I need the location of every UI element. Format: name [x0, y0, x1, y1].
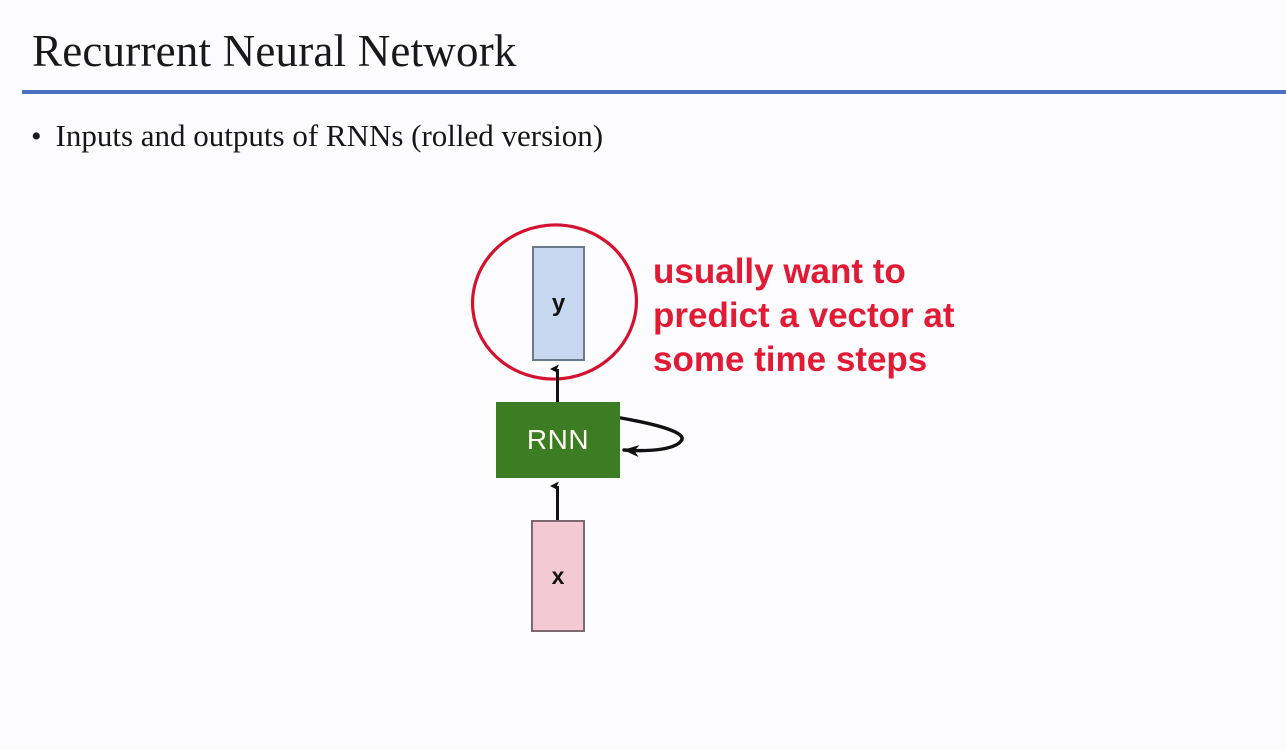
- bullet-item-label: Inputs and outputs of RNNs (rolled versi…: [55, 118, 604, 153]
- input-node-x: x: [531, 520, 585, 632]
- bullet-marker-icon: •: [31, 120, 42, 153]
- rnn-cell-node: RNN: [496, 402, 620, 478]
- bullet-item: • Inputs and outputs of RNNs (rolled ver…: [31, 116, 603, 156]
- annotation-text: usually want to predict a vector at some…: [653, 250, 955, 382]
- title-divider-rule: [22, 90, 1286, 94]
- annotation-line-2: predict a vector at: [653, 296, 955, 335]
- annotation-line-1: usually want to: [653, 252, 906, 291]
- output-node-y: y: [532, 246, 585, 361]
- annotation-line-3: some time steps: [653, 340, 928, 379]
- page-title: Recurrent Neural Network: [32, 26, 517, 76]
- edge-cell-self-loop: [619, 416, 684, 458]
